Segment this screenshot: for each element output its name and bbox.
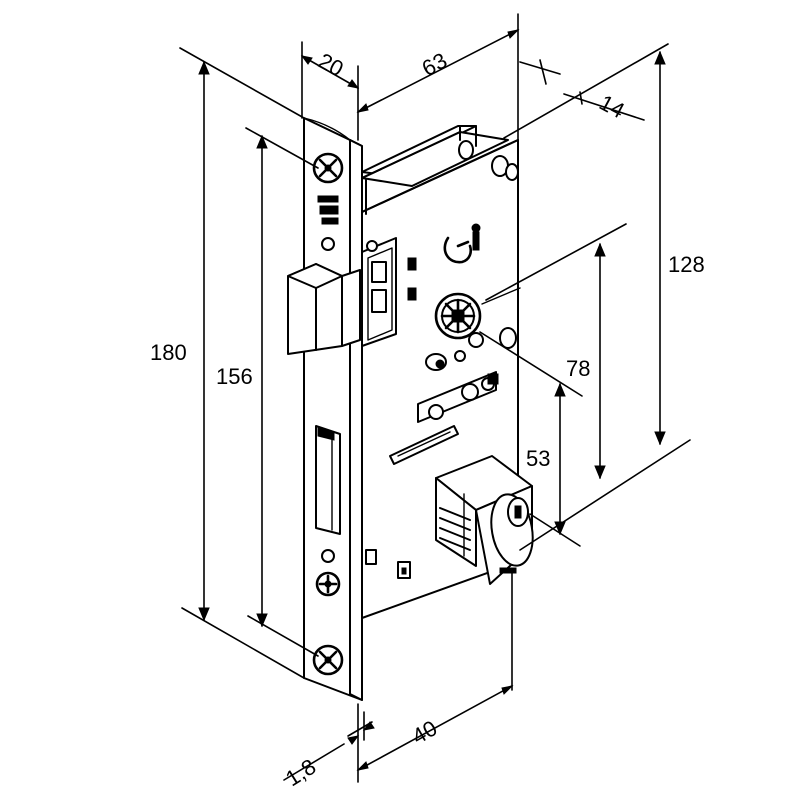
dim-label-backset-depth: 63 bbox=[418, 48, 451, 82]
spindle-axis-line bbox=[481, 287, 521, 305]
dim-label-case-thickness: 14 bbox=[595, 90, 628, 124]
dim-label-faceplate-length: 180 bbox=[150, 340, 187, 365]
latch-housing bbox=[361, 237, 397, 347]
latch-bolt bbox=[287, 263, 361, 355]
faceplate-screw-bottom bbox=[312, 644, 344, 676]
dim-label-backset: 40 bbox=[408, 715, 442, 749]
faceplate-hole bbox=[321, 549, 335, 563]
dim-label-case-height: 128 bbox=[668, 252, 705, 277]
case-tab bbox=[365, 549, 377, 565]
case-components bbox=[389, 327, 517, 465]
faceplate-screw-mid bbox=[315, 571, 341, 597]
faceplate-hole bbox=[321, 237, 335, 251]
cylinder bbox=[435, 455, 534, 585]
dim-label-cylinder-offset: 53 bbox=[526, 446, 550, 471]
dim-label-faceplate-width: 20 bbox=[314, 48, 347, 82]
dimension-lines bbox=[179, 13, 691, 783]
faceplate-screw-top bbox=[312, 152, 344, 184]
dim-label-spindle-to-cylinder: 78 bbox=[566, 356, 590, 381]
spindle-follower bbox=[434, 292, 482, 340]
case-hole bbox=[401, 567, 407, 575]
case-hole bbox=[407, 257, 417, 271]
dim-label-faceplate-thickness: 1,8 bbox=[281, 754, 320, 791]
deadbolt-slot bbox=[315, 425, 341, 535]
case-hole bbox=[407, 287, 417, 301]
faceplate bbox=[303, 117, 363, 701]
faceplate-markings bbox=[317, 195, 339, 225]
dim-label-screw-spacing: 156 bbox=[216, 364, 253, 389]
lever-hook bbox=[443, 223, 481, 264]
